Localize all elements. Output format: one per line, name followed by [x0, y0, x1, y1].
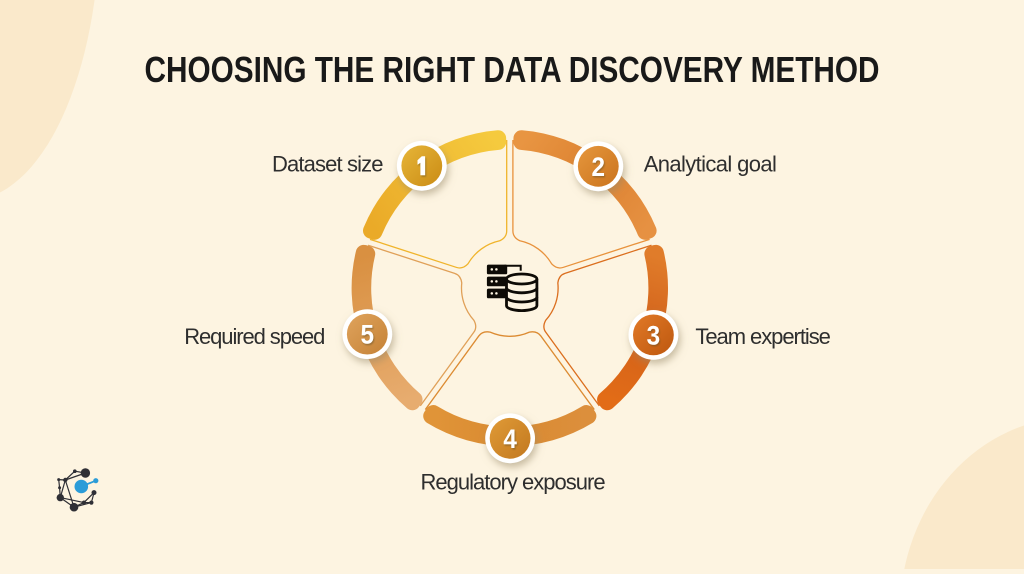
svg-text:Analytical goal: Analytical goal: [644, 152, 777, 177]
svg-text:3: 3: [647, 321, 661, 351]
svg-text:CHOOSING THE RIGHT DATA DISCOV: CHOOSING THE RIGHT DATA DISCOVERY METHOD: [145, 49, 880, 90]
svg-text:Dataset size: Dataset size: [272, 152, 384, 177]
svg-text:Regulatory exposure: Regulatory exposure: [421, 470, 606, 495]
svg-text:2: 2: [592, 152, 606, 182]
svg-text:Team expertise: Team expertise: [695, 324, 831, 349]
svg-text:Required speed: Required speed: [184, 324, 325, 349]
svg-text:5: 5: [361, 320, 375, 350]
svg-text:4: 4: [503, 424, 517, 454]
